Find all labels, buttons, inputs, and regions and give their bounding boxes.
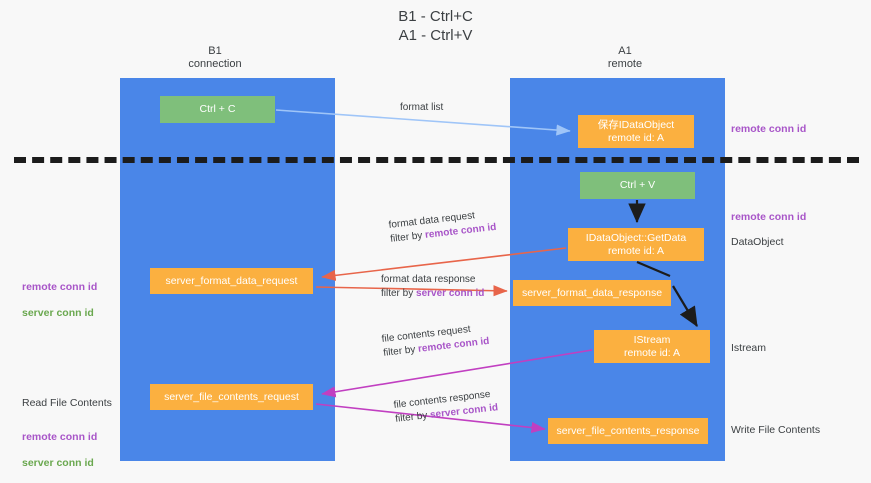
- filter-prefix: filter by: [381, 288, 417, 299]
- annotation-remote-conn-id-top: remote conn id: [731, 123, 807, 135]
- annotation-remote-conn-id: remote conn id: [22, 281, 98, 293]
- annotation-left-read-file-contents: Read File Contents remote conn id server…: [22, 384, 112, 483]
- column-header-a1: A1 remote: [607, 45, 643, 70]
- diagram-canvas: B1 - Ctrl+C A1 - Ctrl+V B1 connection A1…: [14, 8, 859, 469]
- edge-label-format-data-response: format data response filter by server co…: [381, 273, 484, 301]
- annotation-istream: Istream: [731, 342, 767, 354]
- filter-prefix: filter by: [389, 229, 426, 245]
- node-server-file-contents-response[interactable]: server_file_contents_response: [548, 418, 708, 444]
- annotation-left-conn-ids-mid: remote conn id server conn id: [22, 268, 97, 333]
- edge-label-format-list-line1: format list: [400, 102, 444, 113]
- edge-label-format-data-response-line1: format data response: [381, 274, 476, 285]
- filter-prefix: filter by: [382, 343, 419, 359]
- node-ctrl-v[interactable]: Ctrl + V: [580, 172, 695, 199]
- annotation-dataobject: DataObject: [731, 236, 784, 248]
- node-server-format-data-response[interactable]: server_format_data_response: [513, 280, 671, 306]
- edge-label-format-data-response-line2: filter by server conn id: [381, 287, 484, 301]
- annotation-read-file-contents: Read File Contents: [22, 397, 112, 409]
- node-server-format-data-request[interactable]: server_format_data_request: [150, 268, 313, 294]
- column-header-b1: B1 connection: [188, 45, 242, 70]
- annotation-remote-conn-id: remote conn id: [22, 431, 98, 443]
- edge-label-file-contents-request: file contents request filter by remote c…: [381, 321, 490, 361]
- filter-prefix: filter by: [394, 409, 431, 425]
- annotation-server-conn-id: server conn id: [22, 307, 94, 319]
- node-ctrl-c[interactable]: Ctrl + C: [160, 96, 275, 123]
- phase-separator-divider: [14, 157, 859, 163]
- edge-label-file-contents-response: file contents response filter by server …: [393, 387, 499, 427]
- node-idataobject-getdata[interactable]: IDataObject::GetData remote id: A: [568, 228, 704, 261]
- page-title: B1 - Ctrl+C A1 - Ctrl+V: [398, 8, 473, 44]
- edge-label-format-list: format list: [400, 101, 443, 115]
- annotation-server-conn-id: server conn id: [22, 457, 94, 469]
- annotation-write-file-contents: Write File Contents: [731, 424, 821, 436]
- node-istream[interactable]: IStream remote id: A: [594, 330, 710, 363]
- node-server-file-contents-request[interactable]: server_file_contents_request: [150, 384, 313, 410]
- node-idataobject[interactable]: 保存IDataObject remote id: A: [578, 115, 694, 148]
- filter-highlight-server-conn-id: server conn id: [416, 288, 485, 299]
- annotation-remote-conn-id-mid: remote conn id: [731, 211, 807, 223]
- edge-label-format-data-request: format data request filter by remote con…: [388, 207, 497, 247]
